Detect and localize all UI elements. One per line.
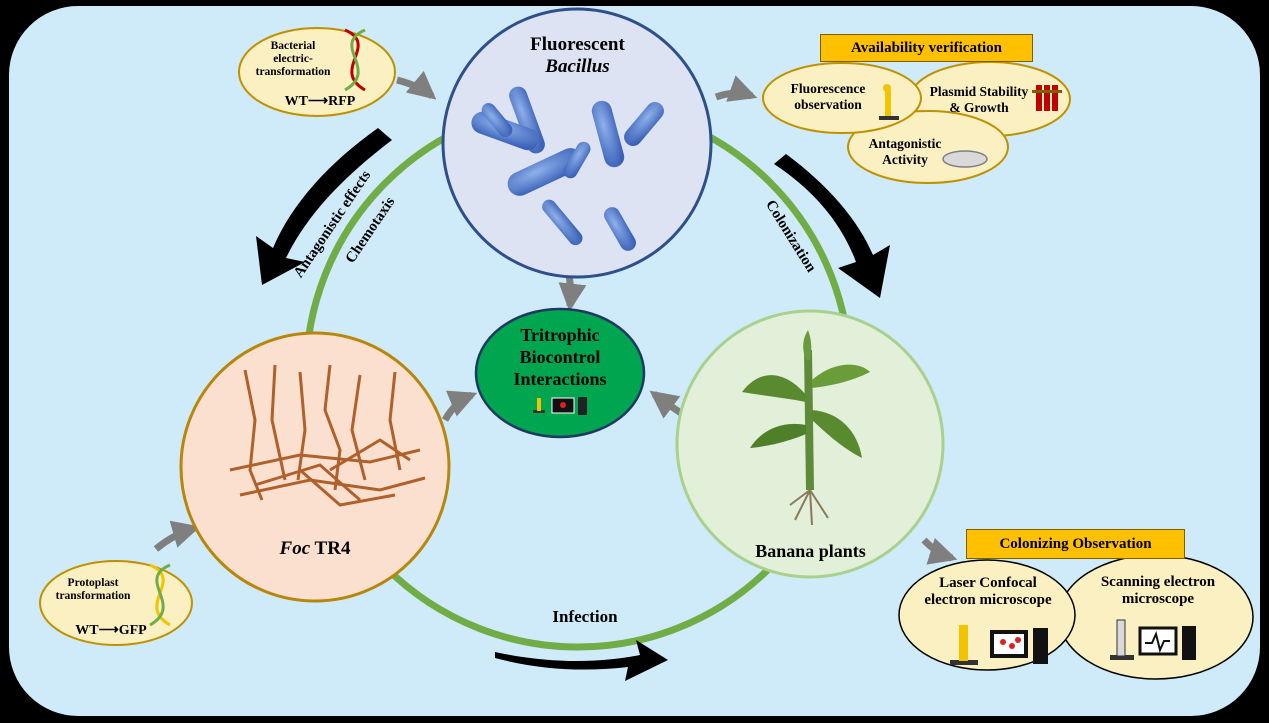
hyphae-illustration — [229, 364, 426, 507]
infection-arrow — [495, 640, 668, 681]
foc-rest: TR4 — [310, 538, 351, 559]
protoplast-transformation-bubble[interactable] — [39, 560, 193, 646]
infection-label: Infection — [552, 607, 618, 626]
bacterial-transformation-text: Bacterial electric- transformation — [255, 40, 331, 80]
bacterial-to: RFP — [328, 94, 356, 109]
dna-icon — [344, 28, 366, 92]
plasmid-line2: & Growth — [949, 99, 1009, 115]
confocal-text: Laser Confocal electron microscope — [905, 575, 1071, 610]
foc-label: Foc TR4 — [250, 538, 380, 560]
sem-equipment-icon — [1110, 619, 1196, 660]
bacillus-title: Fluorescent Bacillus — [500, 34, 655, 78]
center-node[interactable] — [474, 307, 646, 439]
protoplast-wt-gfp: WT⟶GFP — [56, 623, 166, 639]
foc-italic: Foc — [279, 538, 311, 559]
microscope-computer-icon — [533, 397, 587, 415]
microscope-icon — [879, 84, 899, 120]
petri-dish-icon — [942, 150, 988, 168]
center-line2: Biocontrol — [519, 346, 601, 367]
antagonistic-arrow — [256, 128, 392, 285]
bacterial-wt-rfp: WT⟶RFP — [265, 94, 375, 110]
protoplast-transformation-text: Protoplast transformation — [48, 577, 138, 603]
bacterial-line1: Bacterial — [270, 40, 316, 52]
confocal-equipment-icon — [950, 625, 1048, 665]
banana-plant-illustration — [742, 330, 870, 526]
protoplast-line1: Protoplast — [67, 577, 119, 589]
test-tubes-icon — [1032, 85, 1062, 111]
availability-title-box: Availability verification — [820, 34, 1033, 62]
protoplast-to: GFP — [118, 623, 147, 638]
center-title: Tritrophic Biocontrol Interactions — [492, 325, 628, 391]
bacterial-line2: electric- — [273, 53, 313, 66]
antagonistic-activity-bubble[interactable] — [847, 110, 1009, 184]
protoplast-line2: transformation — [55, 590, 131, 603]
dna-icon — [149, 563, 171, 627]
colonization-arrow — [774, 154, 890, 298]
plasmid-stability-text: Plasmid Stability & Growth — [918, 84, 1040, 115]
sem-line2: microscope — [1121, 591, 1195, 608]
confocal-bubble[interactable] — [898, 559, 1076, 671]
banana-label: Banana plants — [755, 541, 866, 561]
fluorescence-line1: Fluorescence — [790, 81, 866, 96]
bacteria-illustration — [471, 86, 664, 251]
sem-text: Scanning electron microscope — [1083, 574, 1233, 609]
center-line3: Interactions — [513, 368, 607, 389]
confocal-line2: electron microscope — [924, 592, 1052, 609]
bacillus-line2: Bacillus — [545, 55, 610, 77]
bacillus-line1: Fluorescent — [530, 34, 625, 55]
bacterial-transformation-bubble[interactable] — [238, 27, 396, 117]
bacterial-line3: transformation — [255, 66, 331, 79]
bacterial-from: WT — [284, 94, 309, 109]
colonizing-title-box: Colonizing Observation — [966, 529, 1185, 559]
protoplast-from: WT — [75, 623, 99, 638]
bacillus-node[interactable] — [441, 7, 713, 279]
banana-node[interactable] — [675, 309, 945, 579]
fluorescence-observation-bubble[interactable] — [762, 62, 922, 134]
arrow-right-icon: ⟶ — [98, 623, 119, 638]
confocal-line1: Laser Confocal — [939, 575, 1037, 591]
antagonistic-activity-text: Antagonistic Activity — [860, 136, 950, 167]
foc-node[interactable] — [179, 331, 451, 603]
antagonistic-activity-line1: Antagonistic — [868, 136, 942, 151]
sem-line1: Scanning electron — [1100, 574, 1216, 590]
fluorescence-line2: observation — [794, 96, 862, 112]
center-line1: Tritrophic — [520, 325, 600, 345]
arrow-right-icon: ⟶ — [308, 94, 329, 109]
plasmid-line1: Plasmid Stability — [929, 84, 1029, 99]
antagonistic-activity-line2: Activity — [882, 151, 928, 167]
fluorescence-observation-text: Fluorescence observation — [772, 81, 884, 112]
